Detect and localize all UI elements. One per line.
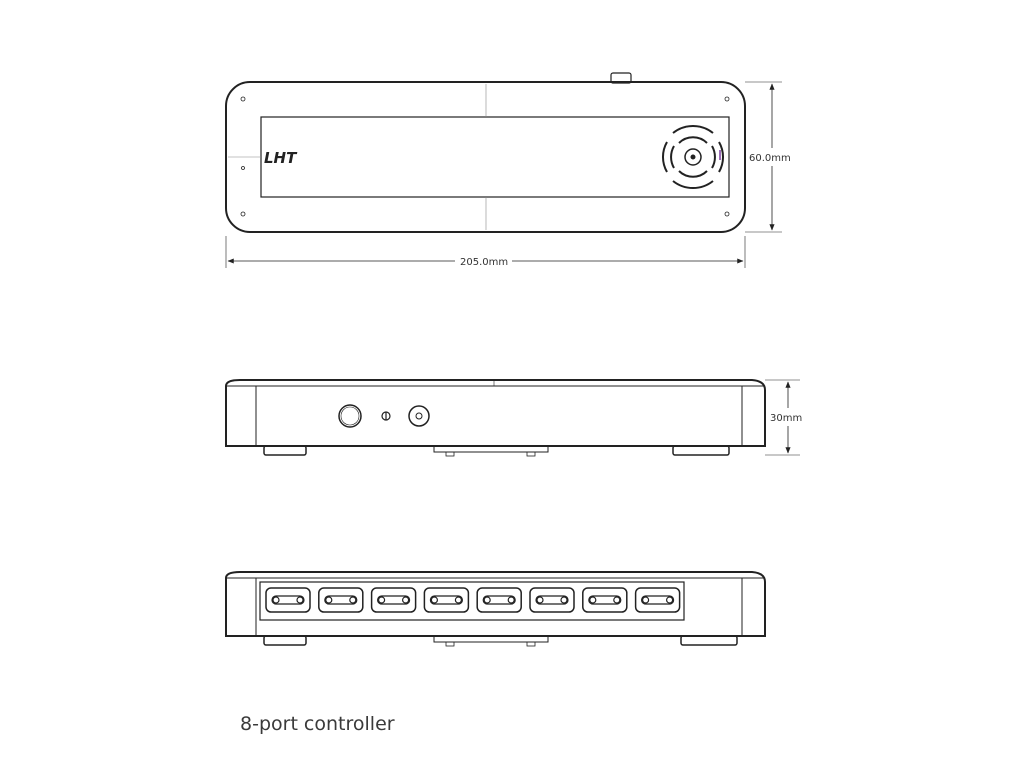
top-view-housing bbox=[225, 81, 746, 233]
port-connector bbox=[582, 587, 628, 613]
port-connector bbox=[423, 587, 470, 613]
front-foot-left bbox=[263, 445, 307, 456]
sensor-rings-icon bbox=[662, 124, 724, 190]
top-view bbox=[225, 72, 782, 268]
port-panel bbox=[259, 581, 685, 621]
back-foot-left bbox=[263, 635, 307, 646]
front-view-housing bbox=[225, 379, 766, 447]
width-dimension-label: 205.0mm bbox=[460, 257, 508, 268]
drawing-caption: 8-port controller bbox=[240, 713, 395, 735]
port-connector bbox=[370, 587, 417, 613]
port-connector bbox=[265, 587, 311, 613]
port-connector bbox=[476, 587, 522, 613]
front-foot-right bbox=[672, 445, 730, 456]
dc-power-jack bbox=[408, 405, 430, 427]
back-foot-right bbox=[680, 635, 738, 646]
port-connector bbox=[634, 587, 681, 613]
back-view bbox=[225, 571, 766, 647]
back-view-housing bbox=[225, 571, 766, 637]
top-view-panel bbox=[260, 116, 730, 198]
front-view bbox=[225, 379, 800, 457]
height-dimension-label: 60.0mm bbox=[749, 153, 791, 164]
power-button bbox=[338, 404, 362, 428]
thickness-dimension-label: 30mm bbox=[770, 413, 802, 424]
port-connector bbox=[318, 587, 364, 613]
port-row bbox=[265, 587, 681, 613]
port-connector bbox=[529, 587, 575, 613]
brand-logo: LHT bbox=[264, 149, 298, 167]
